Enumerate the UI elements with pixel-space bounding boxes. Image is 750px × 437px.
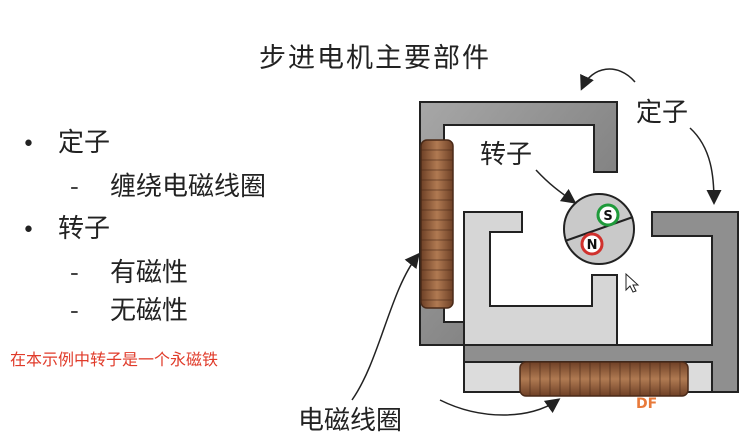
sub-dash: - — [70, 296, 79, 326]
label-rotor: 转子 — [480, 140, 533, 170]
watermark-logo: DF — [636, 396, 658, 412]
coil-vertical — [420, 139, 454, 309]
sub-label: 有磁性 — [110, 258, 189, 288]
coil-vertical-windings — [421, 149, 453, 301]
mouse-cursor-icon — [625, 272, 640, 293]
slide-title: 步进电机主要部件 — [259, 43, 491, 74]
stator-right — [463, 211, 739, 393]
sub-dash: - — [70, 258, 79, 288]
south-pole-ring — [596, 203, 620, 227]
sub-item-coil: - 缠绕电磁线圈 — [70, 166, 266, 203]
arrow-coil-vertical — [351, 252, 420, 401]
example-note: 在本示例中转子是一个永磁铁 — [10, 350, 219, 369]
arrow-stator-right — [689, 127, 722, 205]
sub-label: 无磁性 — [110, 296, 189, 326]
coil-horizontal — [519, 361, 689, 397]
north-pole-label: N — [587, 238, 598, 253]
label-stator: 定子 — [636, 98, 689, 128]
arrow-coil-horizontal — [439, 398, 561, 416]
label-coil: 电磁线圈 — [298, 406, 403, 436]
bullet-stator: • 定子 — [22, 122, 110, 159]
sub-label: 缠绕电磁线圈 — [110, 172, 267, 202]
arrow-rotor — [535, 169, 577, 204]
sub-dash: - — [70, 172, 79, 202]
bullet-dot: • — [22, 132, 35, 157]
rotor: S N — [563, 193, 635, 265]
bullet-dot: • — [22, 218, 35, 243]
coil-horizontal-windings — [529, 362, 681, 396]
bullet-rotor: • 转子 — [22, 208, 110, 245]
north-pole-ring — [580, 232, 604, 256]
south-pole-label: S — [603, 209, 612, 224]
sub-item-magnetic: - 有磁性 — [70, 252, 188, 289]
arrow-stator-top — [580, 68, 636, 91]
bullet-label: 转子 — [58, 214, 111, 244]
bullet-label: 定子 — [58, 128, 111, 158]
sub-item-nonmagnetic: - 无磁性 — [70, 290, 188, 327]
